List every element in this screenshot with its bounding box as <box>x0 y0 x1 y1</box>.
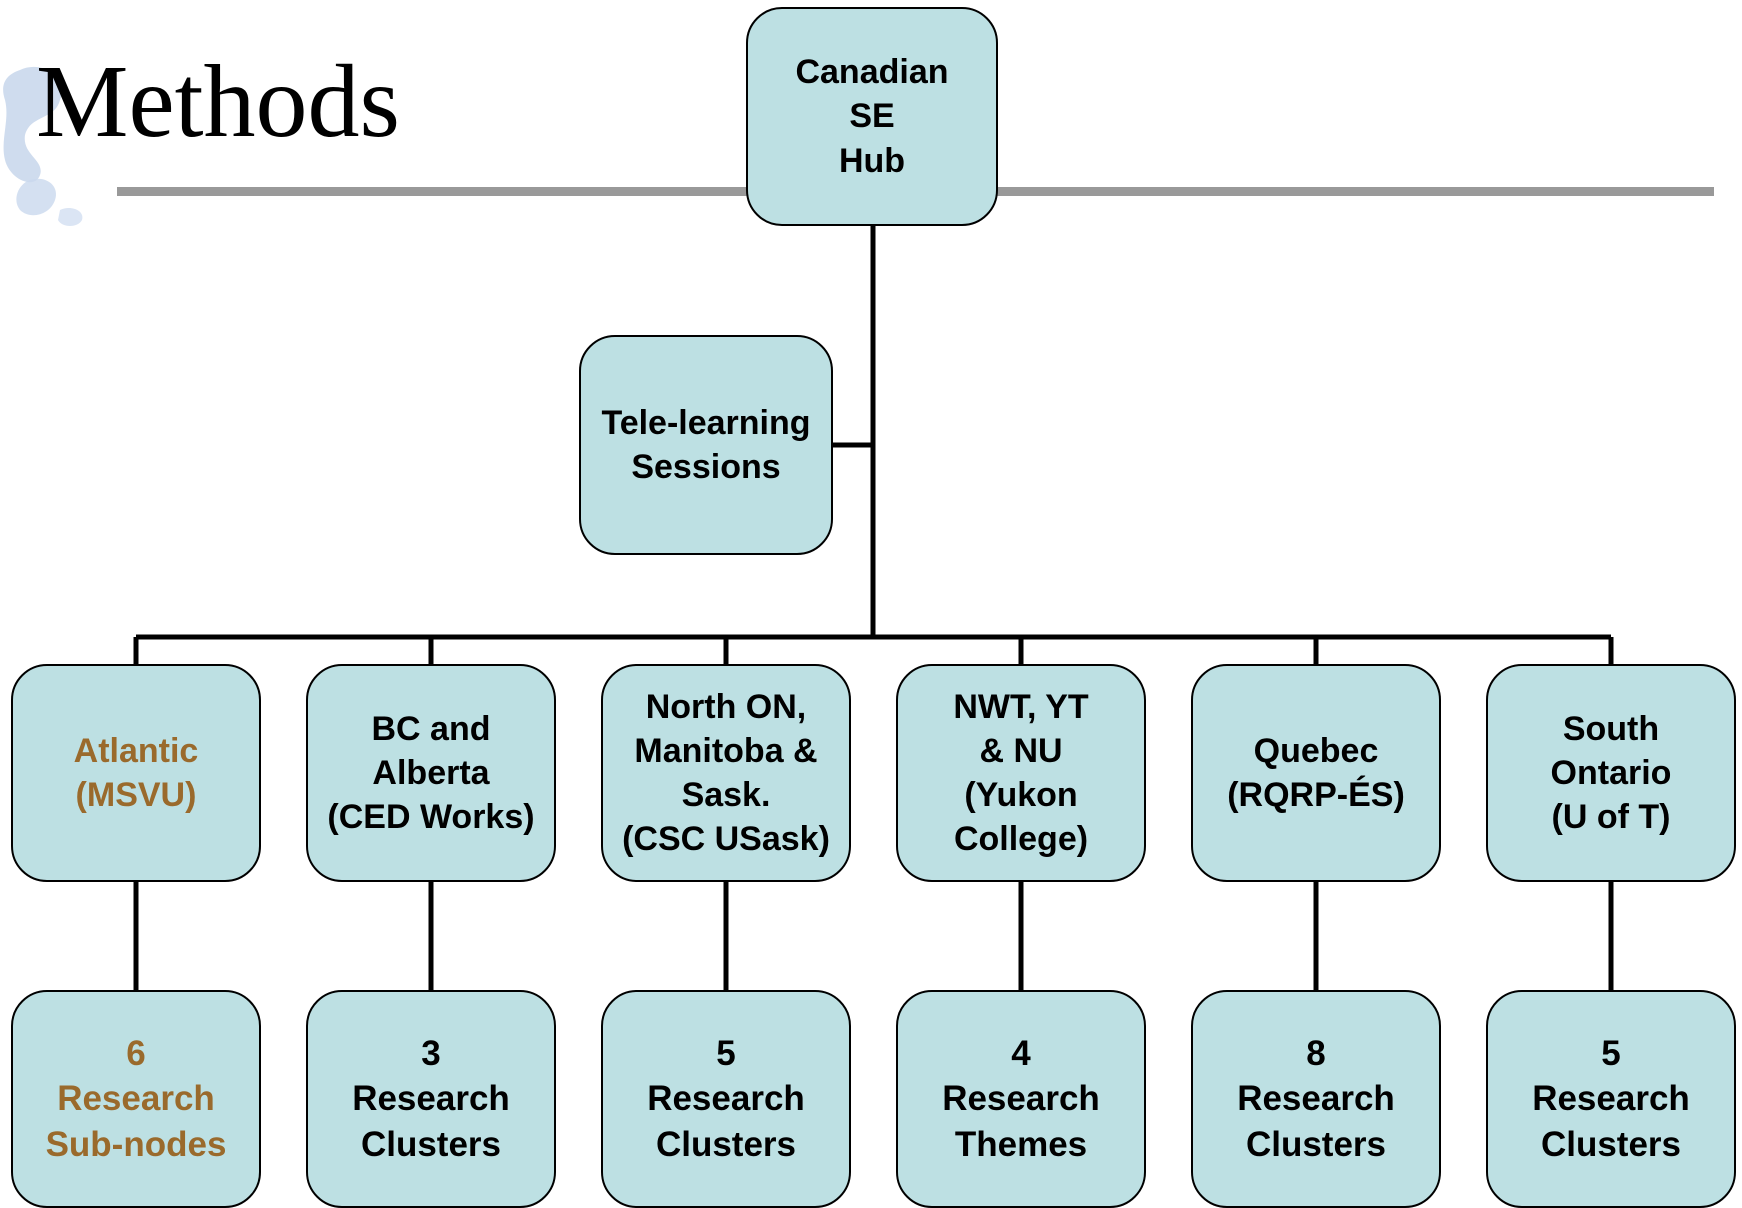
hub-node: Canadian SE Hub <box>746 7 998 226</box>
region-node-south-ontario: South Ontario (U of T) <box>1486 664 1736 882</box>
child-node-north-on: 5 Research Clusters <box>601 990 851 1208</box>
region-node-atlantic: Atlantic (MSVU) <box>11 664 261 882</box>
title-rule-right <box>996 187 1714 196</box>
region-node-bc-alberta: BC and Alberta (CED Works) <box>306 664 556 882</box>
child-node-nwt: 4 Research Themes <box>896 990 1146 1208</box>
region-node-quebec: Quebec (RQRP-ÉS) <box>1191 664 1441 882</box>
map-logo-icon <box>3 66 83 226</box>
region-node-nwt: NWT, YT & NU (Yukon College) <box>896 664 1146 882</box>
child-node-quebec: 8 Research Clusters <box>1191 990 1441 1208</box>
child-node-bc-alberta: 3 Research Clusters <box>306 990 556 1208</box>
child-node-atlantic: 6 Research Sub-nodes <box>11 990 261 1208</box>
child-node-south-ontario: 5 Research Clusters <box>1486 990 1736 1208</box>
tele-learning-node: Tele-learning Sessions <box>579 335 833 555</box>
page-title: Methods <box>36 44 400 159</box>
region-node-north-on: North ON, Manitoba & Sask. (CSC USask) <box>601 664 851 882</box>
title-rule-left <box>117 187 747 196</box>
